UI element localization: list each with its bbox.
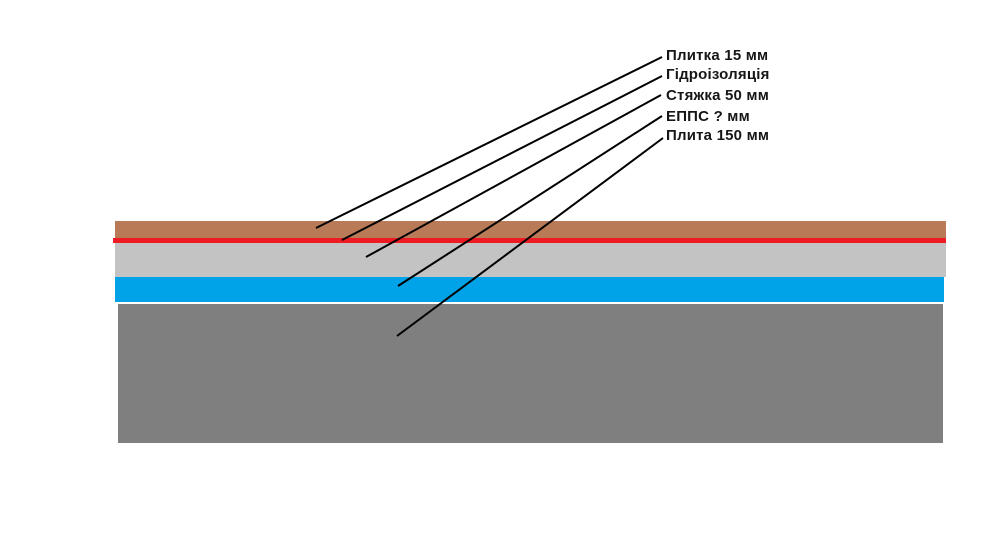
callout-line-xps xyxy=(397,115,663,287)
callout-line-waterproofing xyxy=(341,75,663,241)
screed-layer xyxy=(115,243,946,277)
label-xps: ЕППС ? мм xyxy=(666,108,750,125)
callout-line-tile xyxy=(315,56,663,229)
label-waterproofing: Гідроізоляція xyxy=(666,66,770,83)
label-screed: Стяжка 50 мм xyxy=(666,87,770,104)
label-slab: Плита 150 мм xyxy=(666,127,770,144)
slab-layer xyxy=(118,304,943,443)
callout-line-slab xyxy=(396,137,664,337)
xps-insulation-layer xyxy=(115,277,944,302)
label-tile: Плитка 15 мм xyxy=(666,47,769,64)
waterproofing-layer xyxy=(113,238,946,243)
callout-line-screed xyxy=(365,94,662,258)
